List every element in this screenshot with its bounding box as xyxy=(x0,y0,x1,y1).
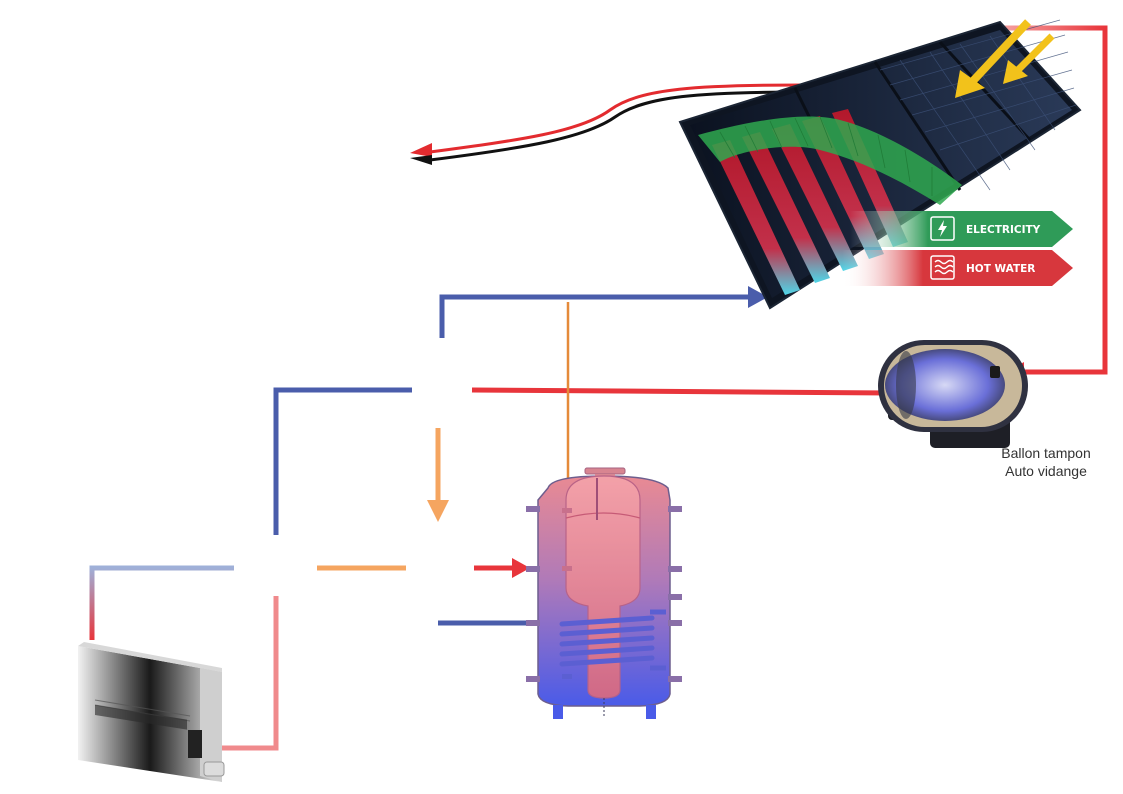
storage-tank xyxy=(526,467,682,719)
buffer-tank-caption-line2: Auto vidange xyxy=(1005,463,1087,479)
electricity-label: ELECTRICITY xyxy=(966,224,1041,236)
buffer-tank xyxy=(878,340,1028,448)
arrow-right-icon xyxy=(748,286,768,308)
radiator-pipes xyxy=(89,565,279,751)
pv-cell-layer xyxy=(698,116,962,205)
hot-return-from-buffer-pipe xyxy=(471,387,893,396)
cold-return-left-pipe xyxy=(273,387,412,535)
arrow-left-icon xyxy=(410,155,432,165)
heat-waves-icon xyxy=(934,259,954,275)
arrow-left-icon xyxy=(410,143,432,157)
heat-exchanger-coil xyxy=(559,615,655,667)
arrow-right-icon xyxy=(512,558,530,578)
hot-water-tag: HOT WATER xyxy=(842,250,1073,286)
hot-water-label: HOT WATER xyxy=(966,263,1035,275)
orange-down-arrow xyxy=(427,428,449,522)
arrow-down-icon xyxy=(427,500,449,522)
cold-supply-to-panel-pipe xyxy=(439,286,768,338)
hot-inlet-arrow xyxy=(474,558,530,578)
pvt-solar-panel xyxy=(678,19,1082,310)
radiator xyxy=(78,642,225,782)
sun-ray-icon xyxy=(955,19,1055,98)
electric-cable xyxy=(410,83,806,165)
buffer-tank-caption-line1: Ballon tampon xyxy=(1001,445,1091,461)
electricity-tag: ELECTRICITY xyxy=(850,211,1073,247)
lightning-icon xyxy=(938,220,947,237)
